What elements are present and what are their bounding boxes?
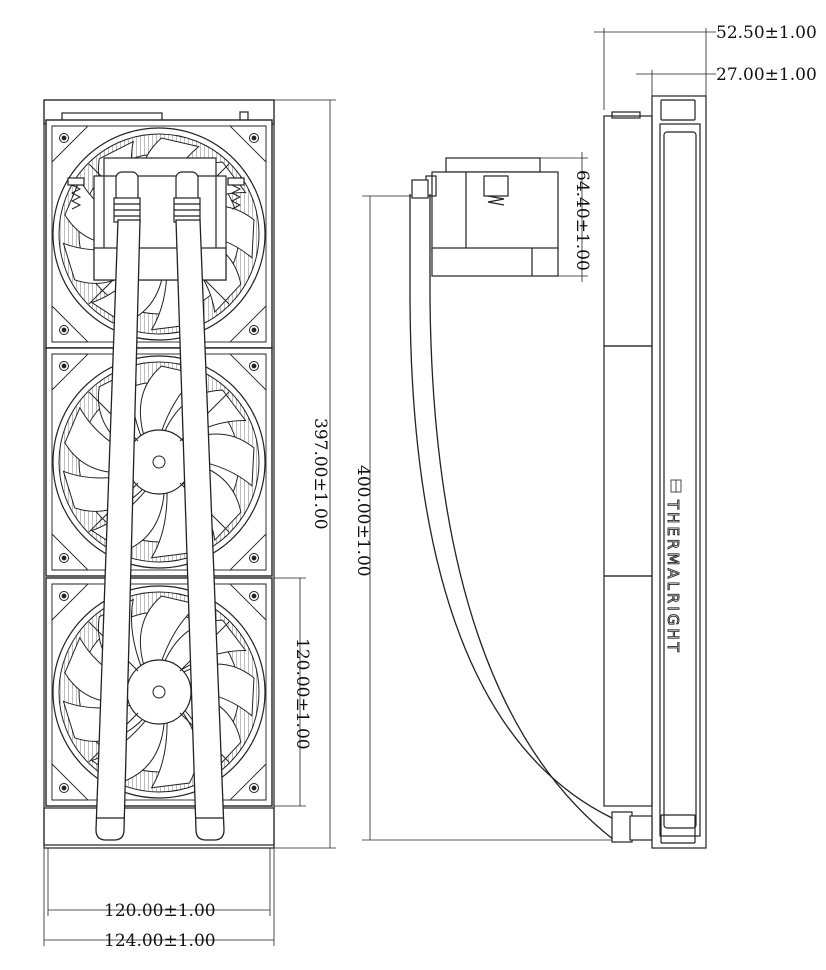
end-tank: [43, 807, 275, 849]
pump-block: [67, 157, 245, 281]
dim-label-fan-size: 120.00±1.00: [292, 638, 312, 750]
dim-tube-length: [362, 195, 612, 841]
fan-profile-mid: [603, 345, 653, 577]
dim-label-radiator-depth: 27.00±1.00: [716, 65, 817, 85]
side-bottom-cap: [660, 814, 696, 844]
fan-profile-top: [603, 115, 653, 347]
dim-fan-width: [47, 848, 271, 916]
radiator-body: [43, 99, 275, 846]
dim-radiator-length: [274, 99, 336, 849]
side-top-cap: [660, 99, 696, 121]
side-brand: THERMALRIGHT: [664, 479, 682, 655]
dim-label-outer-depth: 52.50±1.00: [716, 23, 817, 43]
dim-pump-height: [540, 152, 588, 282]
pump-side: [425, 157, 559, 277]
dim-label-tube-length: 400.00±1.00: [353, 465, 373, 577]
dim-fan-size: [274, 577, 306, 807]
dim-label-radiator-length: 397.00±1.00: [310, 418, 330, 530]
side-view: THERMALRIGHT: [409, 95, 707, 849]
brand-label: THERMALRIGHT: [664, 499, 682, 655]
dim-label-radiator-width: 124.00±1.00: [104, 931, 216, 951]
tube-side: [409, 179, 653, 843]
dim-radiator-depth: [636, 70, 716, 96]
dim-label-fan-width: 120.00±1.00: [104, 901, 216, 921]
side-fitting: [611, 811, 633, 843]
dim-label-pump-height: 64.40±1.00: [572, 170, 592, 271]
fan-profile-bottom: [603, 575, 653, 807]
front-view: [43, 99, 275, 849]
fan-bottom: [45, 577, 273, 807]
dim-radiator-width: [43, 848, 275, 946]
tubes-front: [95, 219, 225, 841]
fan-middle: [45, 347, 273, 577]
dim-outer-depth: [594, 28, 716, 110]
